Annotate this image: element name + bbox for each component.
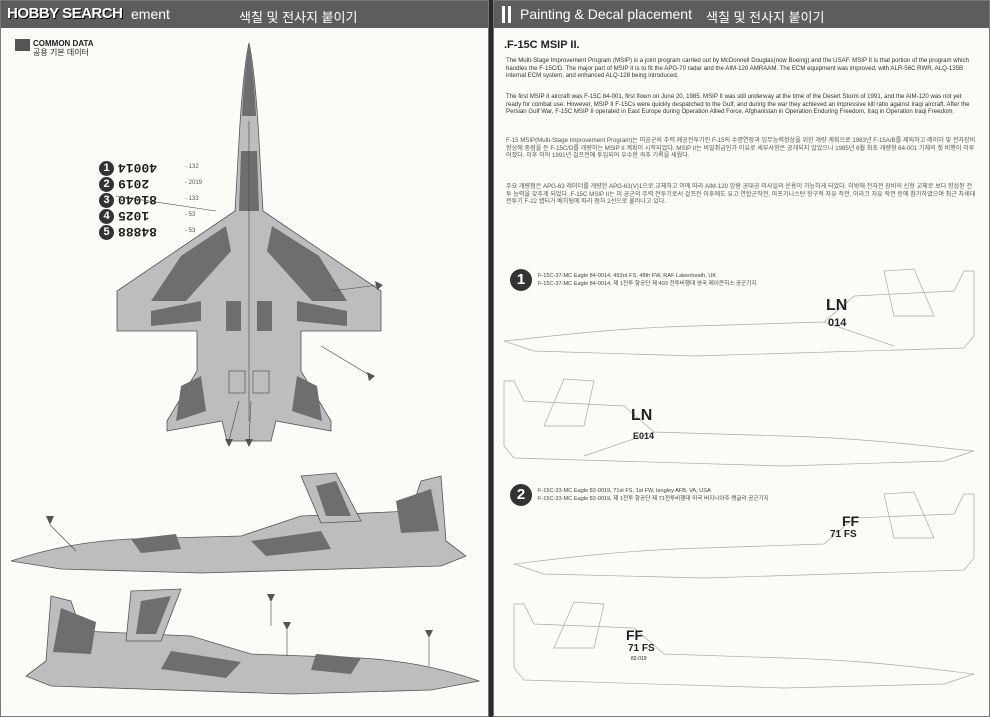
- callout-number: 5: [99, 225, 114, 240]
- option-2-caption-en: F-15C-33-MC Eagle 82-0019, 71st FS, 1st …: [538, 488, 711, 494]
- common-data-subtitle: 공용 기본 데이터: [33, 48, 89, 57]
- aircraft-top-view: [115, 42, 383, 447]
- left-header-title-en: ement: [131, 6, 170, 22]
- option-2-squadron-lower: 71 FS: [628, 643, 655, 654]
- aircraft-side-view-port: [10, 472, 467, 574]
- option-1-tail-code-upper: LN: [826, 297, 848, 314]
- option-1-tail-code-lower: LN: [631, 407, 653, 424]
- option-1-caption-ko: F-15C-37-MC Eagle 84-0014, 제 1전투 항공단 제 4…: [538, 281, 757, 287]
- right-page-header: Painting & Decal placement 색칠 및 전사지 붙이기: [494, 1, 989, 28]
- option-2-serial-small: 82-019: [631, 656, 647, 662]
- header-bars-icon: [502, 6, 511, 23]
- callout-code: - 53: [185, 228, 196, 234]
- option-2-lower-profile: [513, 601, 975, 689]
- callout-code: - 53: [185, 212, 196, 218]
- right-page: Painting & Decal placement 색칠 및 전사지 붙이기 …: [493, 0, 990, 717]
- option-2-caption-ko: F-15C-33-MC Eagle 82-0019, 제 1전투 항공단 제 7…: [538, 496, 769, 502]
- callout-number: 4: [99, 209, 114, 224]
- option-1-upper-profile: [503, 268, 975, 357]
- option-2-tail-code-upper: FF: [842, 513, 860, 529]
- option-2-badge: 2: [510, 484, 532, 506]
- left-page-header: HOBBY SEARCH ement 색칠 및 전사지 붙이기: [1, 1, 488, 28]
- intro-paragraph-4-ko: 주요 개량점은 APG-63 레이더를 개량한 APG-63(V)1으로 교체하…: [506, 183, 976, 206]
- common-data-legend: COMMON DATA 공용 기본 데이터: [15, 39, 94, 57]
- option-2-squadron-upper: 71 FS: [830, 529, 857, 540]
- option-2-upper-profile: [513, 491, 975, 579]
- intro-paragraph-3-ko: F-15 MSIP(Multi-Stage Improvement Progra…: [506, 137, 976, 160]
- option-1-badge: 1: [510, 269, 532, 291]
- common-data-title: COMMON DATA: [33, 39, 94, 48]
- option-2-tail-code-lower: FF: [626, 627, 644, 643]
- callout-code: - 132: [185, 164, 199, 170]
- option-1-serial-upper: 014: [828, 317, 847, 329]
- aircraft-side-view-starboard: [25, 588, 481, 695]
- callout-code: - 2019: [185, 180, 203, 186]
- callout-number: 1: [99, 161, 114, 176]
- right-header-title-ko: 색칠 및 전사지 붙이기: [706, 10, 825, 25]
- intro-paragraph-2: The first MSIP II aircraft was F-15C 84-…: [506, 93, 970, 116]
- intro-paragraph-1: The Multi-Stage Improvement Program (MSI…: [506, 57, 969, 80]
- common-data-swatch: [15, 39, 30, 51]
- option-1-caption-en: F-15C-37-MC Eagle 84-0014, 493rd FS, 48t…: [538, 273, 717, 279]
- option-1-lower-profile: [503, 378, 975, 467]
- callout-number: 2: [99, 177, 114, 192]
- page-spine: [489, 0, 493, 717]
- hobby-search-logo: HOBBY SEARCH: [7, 5, 123, 22]
- callout-number: 3: [99, 193, 114, 208]
- right-header-title-en: Painting & Decal placement: [520, 6, 692, 22]
- option-1-serial-lower: E014: [633, 431, 655, 441]
- section-title: .F-15C MSIP II.: [504, 39, 580, 51]
- left-header-title-ko: 색칠 및 전사지 붙이기: [239, 10, 358, 25]
- callout-code: - 133: [185, 196, 199, 202]
- left-page: HOBBY SEARCH ement 색칠 및 전사지 붙이기 COMMON D…: [0, 0, 489, 717]
